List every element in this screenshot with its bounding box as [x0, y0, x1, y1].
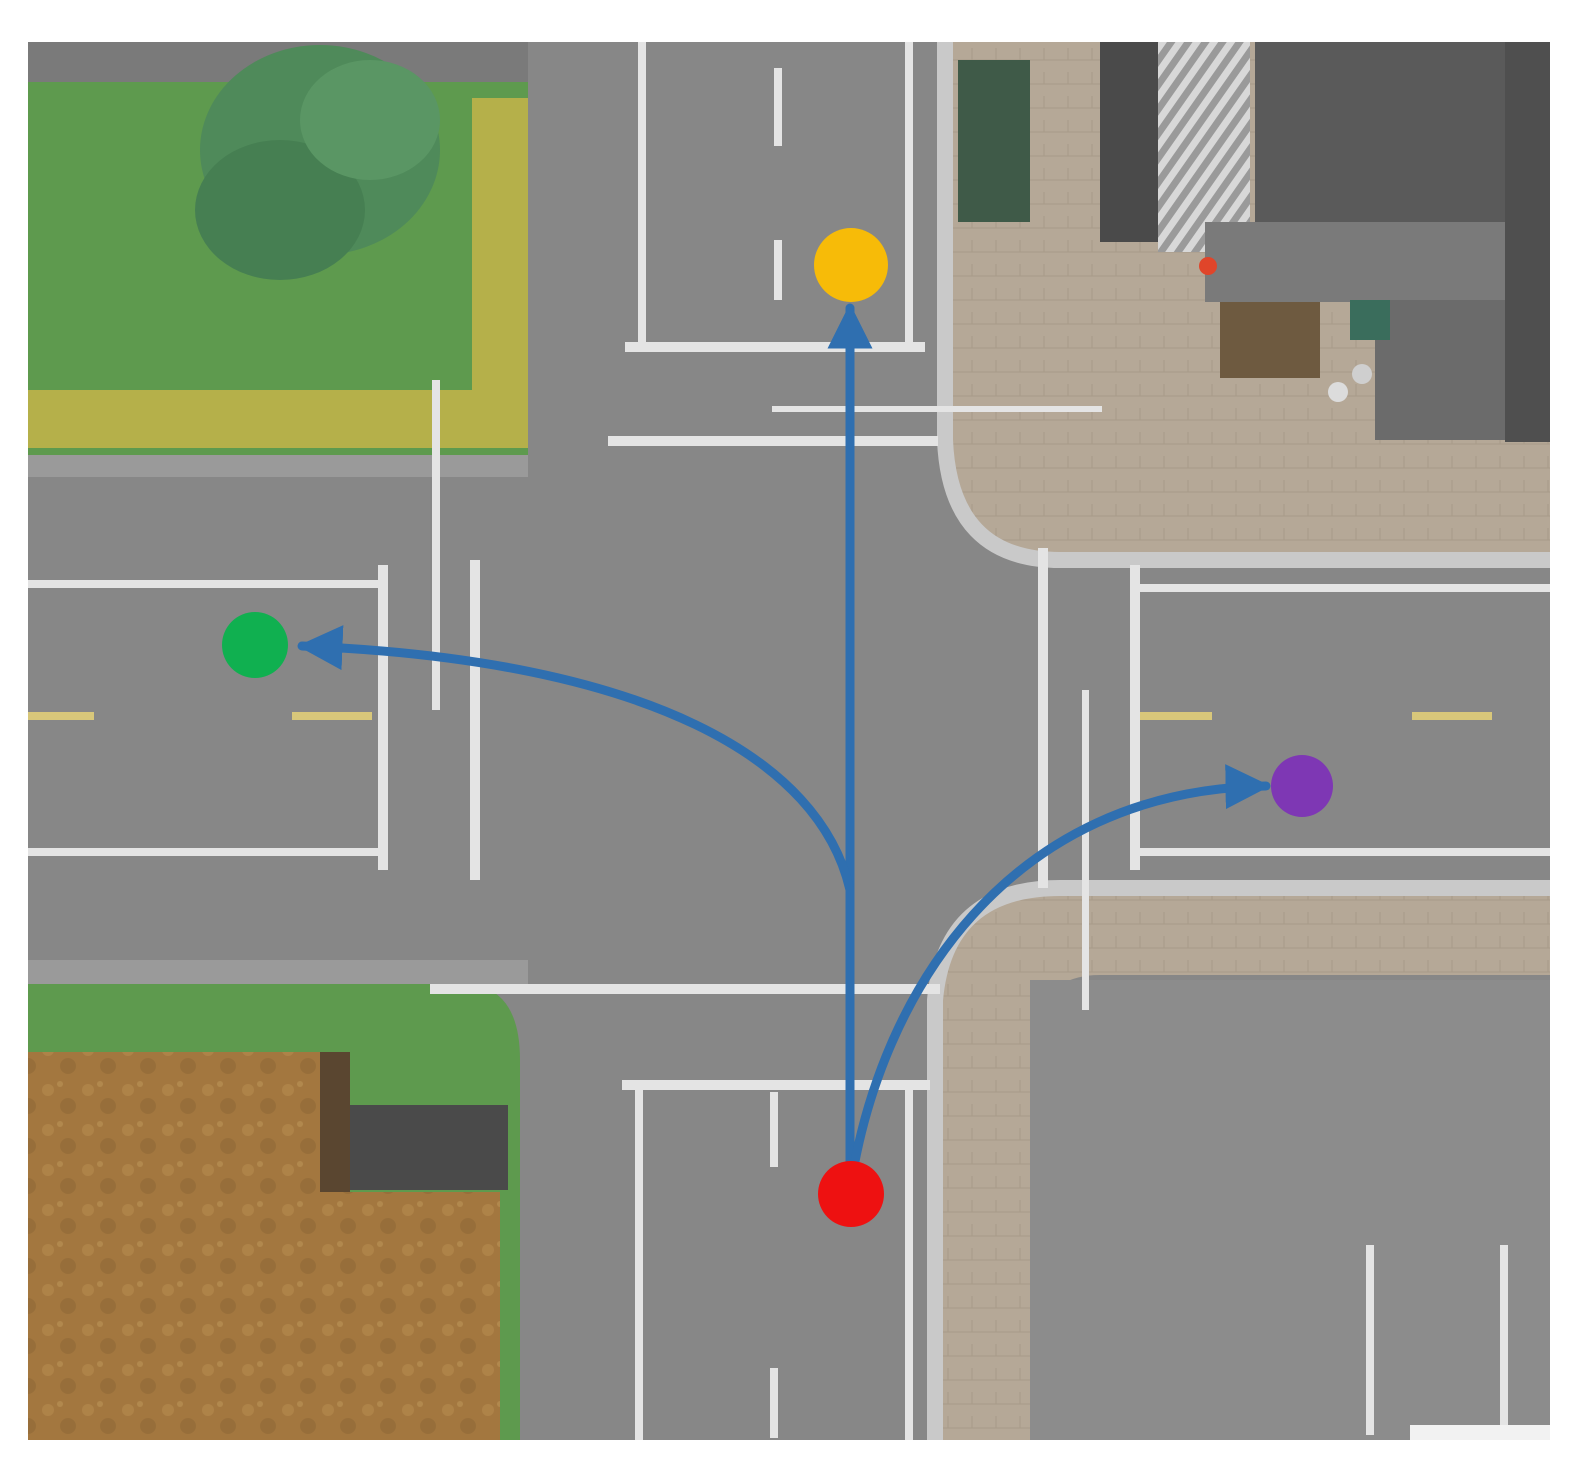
- planter: [1220, 302, 1320, 378]
- lane-edge-w-top: [28, 580, 380, 588]
- sidewalk-pole-west: [432, 380, 440, 710]
- lane-edge-n-left: [638, 42, 646, 342]
- crosswalk-west: [470, 560, 480, 880]
- center-dash-yellow: [28, 712, 94, 720]
- center-dash-yellow: [292, 712, 372, 720]
- white-strip: [1410, 1425, 1550, 1440]
- northeast-block: [937, 42, 1550, 568]
- start-marker: [818, 1161, 884, 1227]
- parking-line: [1500, 1245, 1508, 1435]
- lane-edge-n-right: [905, 42, 913, 342]
- northwest-block: [28, 42, 528, 477]
- pole-north: [772, 406, 1102, 412]
- building-edge: [1505, 42, 1550, 442]
- lane-edge-e-top: [1140, 584, 1550, 592]
- lane-edge-s-right: [905, 1090, 913, 1440]
- southwest-block: [28, 960, 528, 1440]
- stop-line-south: [622, 1080, 930, 1090]
- center-dash: [770, 1368, 778, 1438]
- crosswalk-south: [430, 984, 940, 994]
- sidewalk-sw: [28, 960, 528, 984]
- sidewalk-se: [935, 888, 1550, 1440]
- center-line-dashes: [28, 712, 1492, 720]
- crosswalk-north: [608, 436, 938, 446]
- green-bin: [1350, 300, 1390, 340]
- stop-line-east: [1130, 565, 1140, 870]
- barrel-icon: [1328, 382, 1348, 402]
- center-dash: [774, 68, 782, 146]
- lane-edge-e-bottom: [1140, 848, 1550, 856]
- sign-light-icon: [1199, 257, 1217, 275]
- stop-line-north: [625, 342, 925, 352]
- hedge-horizontal: [28, 390, 508, 448]
- pole-east: [1082, 690, 1089, 1010]
- map-area: [28, 42, 1550, 1440]
- roof-parapet: [320, 1052, 350, 1192]
- building-wall: [1205, 222, 1505, 302]
- parking-line: [1366, 1245, 1374, 1435]
- tree-icon: [195, 45, 440, 280]
- trajectory-left-turn: [297, 625, 855, 1195]
- building-roof: [1255, 42, 1505, 232]
- center-dash: [774, 240, 782, 300]
- goal-marker-right-turn: [1271, 755, 1333, 817]
- goal-marker-left-turn: [222, 612, 288, 678]
- lane-markings: [28, 42, 1550, 1440]
- lane-edge-w-bottom: [28, 848, 380, 856]
- center-dash-yellow: [1140, 712, 1212, 720]
- markers: [222, 228, 1333, 1227]
- trajectory-right-turn: [845, 764, 1271, 1195]
- parking-lot: [1030, 980, 1550, 1440]
- lane-edge-s-left: [635, 1090, 643, 1440]
- dumpster: [958, 60, 1030, 222]
- roof-sw: [28, 1052, 500, 1440]
- hedge-vertical: [472, 98, 528, 448]
- sidewalk-nw: [28, 455, 528, 477]
- roof-step: [328, 1105, 508, 1190]
- center-dash: [770, 1092, 778, 1167]
- center-dash-yellow: [1412, 712, 1492, 720]
- southeast-block: [927, 880, 1550, 1440]
- awning: [1158, 42, 1250, 252]
- barrel-icon: [1352, 364, 1372, 384]
- trajectories: [297, 303, 1271, 1195]
- stop-line-west: [378, 565, 388, 870]
- crosswalk-east: [1038, 548, 1048, 888]
- goal-marker-straight: [814, 228, 888, 302]
